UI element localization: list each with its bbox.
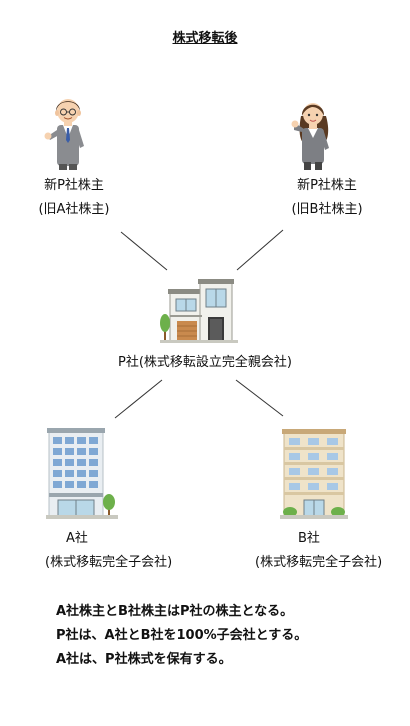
note-line-3: A社は、P社株式を保有する。 xyxy=(56,652,232,667)
connector-left-shareholder-parent xyxy=(120,231,168,271)
sub-b-line1: B社 xyxy=(298,531,320,546)
house-building-icon xyxy=(160,279,238,343)
shareholder-left-label: 新P社株主 (旧A社株主) xyxy=(24,174,124,222)
note-line-2: P社は、A社とB社を100%子会社とする。 xyxy=(56,628,308,643)
connector-parent-sub-a xyxy=(114,379,163,419)
businesswoman-icon xyxy=(291,103,329,170)
shareholder-left-line2: (旧A社株主) xyxy=(38,202,110,217)
connector-parent-sub-b xyxy=(235,379,284,417)
office-building-icon xyxy=(46,428,118,519)
sub-b-line2: (株式移転完全子会社) xyxy=(255,555,383,570)
parent-company-label: P社(株式移転設立完全親会社) xyxy=(118,355,292,370)
shareholder-right-line1: 新P社株主 xyxy=(297,178,357,193)
diagram-title: 株式移転後 xyxy=(172,31,238,46)
shareholder-left-line1: 新P社株主 xyxy=(44,178,104,193)
sub-a-label: A社 (株式移転完全子会社) xyxy=(45,527,195,575)
sub-a-line1: A社 xyxy=(66,531,88,546)
shareholder-right-label: 新P社株主 (旧B社株主) xyxy=(277,174,377,222)
explanation-notes: A社株主とB社株主はP社の株主となる。 P社は、A社とB社を100%子会社とする… xyxy=(56,600,307,672)
businessman-icon xyxy=(44,99,84,170)
sub-a-line2: (株式移転完全子会社) xyxy=(45,555,173,570)
sub-b-label: B社 (株式移転完全子会社) xyxy=(245,527,410,575)
connector-right-shareholder-parent xyxy=(236,229,284,271)
apartment-building-icon xyxy=(280,429,348,519)
note-line-1: A社株主とB社株主はP社の株主となる。 xyxy=(56,604,294,619)
shareholder-right-line2: (旧B社株主) xyxy=(291,202,363,217)
